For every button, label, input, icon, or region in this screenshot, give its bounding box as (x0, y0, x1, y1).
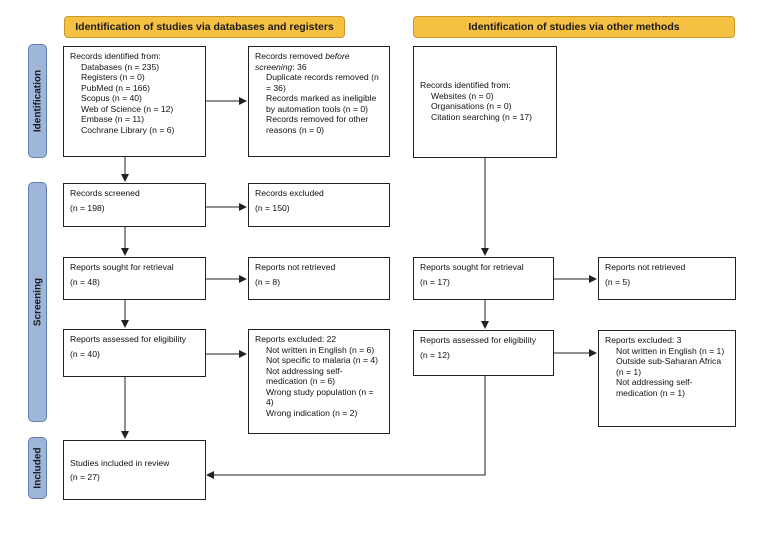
other-excluded-outside-ssa: Outside sub-Saharan Africa (n = 1) (616, 356, 722, 377)
excluded-not-malaria: Not specific to malaria (n = 4) (266, 355, 378, 366)
removed-automation: Records marked as ineligible by automati… (266, 93, 377, 114)
removed-other: Records removed for other reasons (n = 0… (266, 114, 369, 135)
reports-assessed-box: Reports assessed for eligibility (n = 40… (63, 329, 206, 377)
reports-assessed-count: (n = 40) (70, 348, 100, 359)
source-pubmed: PubMed (n = 166) (81, 82, 151, 93)
reports-assessed-title: Reports assessed for eligibility (70, 334, 187, 344)
phase-identification: Identification (28, 44, 47, 158)
records-screened-count: (n = 198) (70, 202, 105, 213)
excluded-wrong-indication: Wrong indication (n = 2) (266, 407, 358, 418)
source-organisations: Organisations (n = 0) (431, 101, 512, 112)
source-citation-searching: Citation searching (n = 17) (431, 111, 533, 122)
records-excluded-box: Records excluded (n = 150) (248, 183, 390, 227)
other-excluded-not-self-medication: Not addressing self-medication (n = 1) (616, 377, 693, 398)
records-screened-box: Records screened (n = 198) (63, 183, 206, 227)
source-scopus: Scopus (n = 40) (81, 93, 142, 104)
removed-duplicates: Duplicate records removed (n = 36) (266, 72, 379, 93)
other-reports-assessed-title: Reports assessed for eligibility (420, 335, 537, 345)
other-reports-assessed-count: (n = 12) (420, 349, 450, 360)
reports-not-retrieved-count: (n = 8) (255, 276, 281, 287)
source-registers: Registers (n = 0) (81, 72, 145, 83)
records-excluded-title: Records excluded (255, 188, 324, 198)
excluded-wrong-population: Wrong study population (n = 4) (266, 386, 374, 408)
reports-sought-title: Reports sought for retrieval (70, 262, 174, 272)
phase-screening: Screening (28, 182, 47, 422)
records-screened-title: Records screened (70, 188, 140, 198)
studies-included-box: Studies included in review (n = 27) (63, 440, 206, 500)
source-websites: Websites (n = 0) (431, 90, 494, 101)
excluded-not-self-medication: Not addressing self-medication (n = 6) (266, 365, 343, 387)
records-removed-box: Records removed before screening: 36 Dup… (248, 46, 390, 157)
arrow-other-assessed-to-included (206, 376, 486, 479)
studies-included-count: (n = 27) (70, 471, 100, 482)
source-cochrane: Cochrane Library (n = 6) (81, 124, 175, 135)
studies-included-title: Studies included in review (70, 458, 170, 468)
reports-excluded-title: Reports excluded: 22 (255, 334, 337, 344)
other-reports-excluded-box: Reports excluded: 3 Not written in Engli… (598, 330, 736, 427)
other-reports-not-retrieved-box: Reports not retrieved (n = 5) (598, 257, 736, 300)
reports-not-retrieved-title: Reports not retrieved (255, 262, 336, 272)
other-reports-assessed-box: Reports assessed for eligibility (n = 12… (413, 330, 554, 376)
records-identified-box: Records identified from: Databases (n = … (63, 46, 206, 157)
other-reports-excluded-title: Reports excluded: 3 (605, 335, 682, 345)
other-records-identified-title: Records identified from: (420, 80, 511, 90)
other-reports-sought-count: (n = 17) (420, 276, 450, 287)
other-reports-sought-title: Reports sought for retrieval (420, 262, 524, 272)
phase-included: Included (28, 437, 47, 499)
records-removed-title: Records removed before screening: 36 (255, 51, 350, 72)
other-reports-not-retrieved-count: (n = 5) (605, 276, 631, 287)
header-databases: Identification of studies via databases … (64, 16, 345, 38)
other-reports-not-retrieved-title: Reports not retrieved (605, 262, 686, 272)
other-reports-sought-box: Reports sought for retrieval (n = 17) (413, 257, 554, 300)
header-other-methods: Identification of studies via other meth… (413, 16, 735, 38)
reports-sought-count: (n = 48) (70, 276, 100, 287)
reports-not-retrieved-box: Reports not retrieved (n = 8) (248, 257, 390, 300)
other-excluded-not-english: Not written in English (n = 1) (616, 345, 725, 356)
source-web-of-science: Web of Science (n = 12) (81, 103, 174, 114)
excluded-not-english: Not written in English (n = 6) (266, 344, 375, 355)
records-excluded-count: (n = 150) (255, 202, 290, 213)
other-records-identified-box: Records identified from: Websites (n = 0… (413, 46, 557, 158)
source-embase: Embase (n = 11) (81, 114, 145, 125)
reports-excluded-box: Reports excluded: 22 Not written in Engl… (248, 329, 390, 434)
records-identified-title: Records identified from: (70, 51, 161, 61)
source-databases: Databases (n = 235) (81, 61, 160, 72)
reports-sought-box: Reports sought for retrieval (n = 48) (63, 257, 206, 300)
